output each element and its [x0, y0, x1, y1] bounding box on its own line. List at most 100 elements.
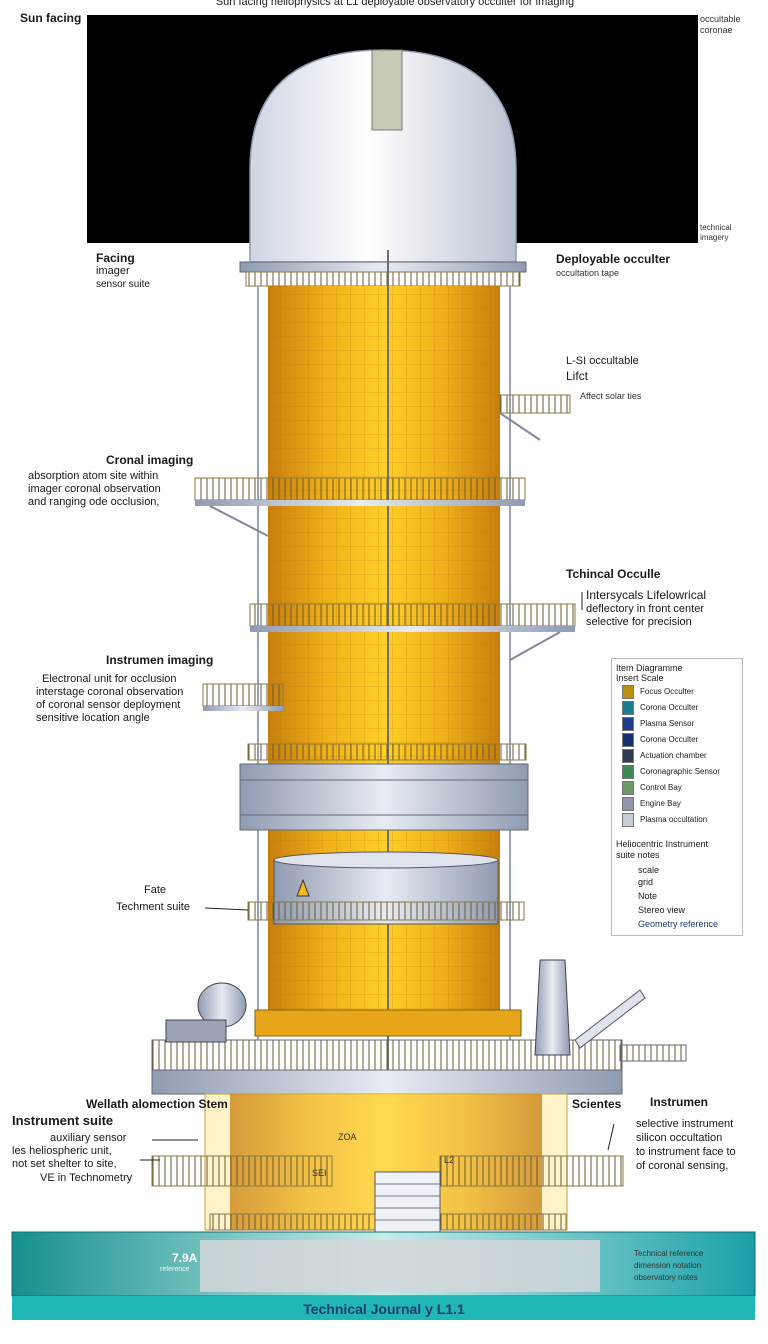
legend-item: Actuation chamber [622, 749, 740, 763]
ground-slab [200, 1240, 600, 1292]
label-wellath-stem: Wellath alomection Stem [86, 1097, 228, 1111]
balcony-coronal [194, 477, 526, 501]
label-lsi: L-SI occultable [566, 355, 639, 367]
label-techment-suite: Techment suite [116, 901, 190, 913]
label-coronae: coronae [700, 25, 733, 35]
label-affect-solar: Affect solar ties [580, 391, 642, 401]
legend-item: Coronagraphic Sensor [622, 765, 740, 779]
legend-item: Engine Bay [622, 797, 740, 811]
coronal-line-3: and ranging ode occlusion, [28, 496, 160, 508]
legend-swatch [622, 813, 634, 827]
tech-line-3: selective for precision [586, 616, 692, 628]
base-right-line-1: Technical reference [634, 1249, 704, 1258]
balcony-right-low [439, 1155, 624, 1187]
label-sensor-suite: sensor suite [96, 279, 150, 290]
legend-swatch [622, 733, 634, 747]
legend-small-1: scale [638, 865, 660, 875]
label-instrument-imaging: Instrumen imaging [106, 653, 214, 667]
balcony-instrument [202, 683, 284, 707]
legend-item: Corona Occulter [622, 701, 740, 715]
label-sun-facing: Sun facing [20, 11, 82, 25]
label-instrument-suite: Instrument suite [12, 1113, 114, 1128]
legend-item: Plasma occultation [622, 813, 740, 827]
base-right-line-3: observatory notes [634, 1273, 698, 1282]
legend-item-label: Engine Bay [640, 799, 681, 809]
label-scientes: Scientes [572, 1097, 622, 1111]
legend-swatch [622, 701, 634, 715]
exhaust-stack [534, 959, 571, 1056]
legend-item-label: Control Bay [640, 783, 682, 793]
bottom-right-line-3: to instrument face to [636, 1146, 736, 1158]
legend-swatch [622, 765, 634, 779]
footer-band [12, 1296, 755, 1320]
coronal-line-2: imager coronal observation [28, 483, 161, 495]
label-facing: Facing [96, 251, 135, 265]
legend-sub-1: Heliocentric Instrument [616, 839, 709, 849]
label-imagery: imagery [700, 233, 729, 242]
legend-item-label: Coronagraphic Sensor [640, 767, 721, 777]
label-coronal-imaging: Cronal imaging [106, 453, 194, 467]
bottom-left-line-6: VE in Technometry [40, 1172, 133, 1184]
legend-item-label: Plasma occultation [640, 815, 708, 825]
legend-item-label: Plasma Sensor [640, 719, 695, 729]
label-imager: imager [96, 265, 130, 277]
instr-line-1: Electronal unit for occlusion [42, 673, 177, 685]
label-fate: Fate [144, 884, 167, 896]
lower-railing [247, 901, 525, 921]
metal-ring [239, 763, 529, 831]
label-lifct: Lifct [566, 369, 589, 383]
hall-panel-label-2: SEI [312, 1168, 327, 1178]
top-deck [239, 261, 527, 273]
legend-panel: Item Diagramme Insert Scale Focus Occult… [611, 658, 743, 936]
legend-small-3: Note [638, 891, 658, 901]
hall-panel-label-3: L2 [444, 1155, 455, 1165]
label-technical: technical [700, 223, 732, 232]
legend-title-1: Item Diagramme [616, 663, 683, 673]
legend-item: Focus Occulter [622, 685, 740, 699]
legend-title-2: Insert Scale [616, 673, 664, 683]
instr-line-4: sensitive location angle [36, 712, 150, 724]
legend-item: Corona Occulter [622, 733, 740, 747]
legend-swatch [622, 797, 634, 811]
base-ring [254, 1009, 522, 1037]
hall-panel-label-1: ZOA [338, 1132, 357, 1142]
label-occultable: occultable [700, 14, 741, 24]
instr-line-3: of coronal sensor deployment [36, 699, 181, 711]
legend-item-label: Focus Occulter [640, 687, 694, 697]
tech-line-1: Intersycals Lifelowrical [586, 588, 707, 602]
label-instrumen: Instrumen [650, 1095, 709, 1109]
label-deployable-occulter: Deployable occulter [556, 252, 671, 266]
legend-item-label: Actuation chamber [640, 751, 707, 761]
tech-line-2: deflectory in front center [586, 603, 705, 615]
legend-item-label: Corona Occulter [640, 703, 699, 713]
base-left-value: 7.9A [172, 1251, 198, 1265]
coronal-line-1: absorption atom site within [28, 470, 159, 482]
footer-title: Technical Journal y L1.1 [303, 1301, 465, 1317]
bottom-right-line-2: silicon occultation [636, 1132, 723, 1144]
top-railing [245, 271, 521, 287]
base-left-sub: reference [160, 1266, 190, 1273]
balcony-right-upper [499, 394, 571, 414]
legend-small-5: Geometry reference [638, 919, 719, 929]
bottom-right-line-4: of coronal sensing, [636, 1160, 729, 1172]
legend-item: Control Bay [622, 781, 740, 795]
legend-swatch [622, 781, 634, 795]
mid-railing [247, 743, 527, 761]
legend-swatch [622, 685, 634, 699]
bottom-right-line-1: selective instrument [636, 1118, 734, 1130]
legend-swatch [622, 717, 634, 731]
diagram-title: Sun facing heliophysics at L1 deployable… [215, 0, 575, 8]
label-technical-occulter: Tchincal Occulle [566, 567, 661, 581]
legend-swatch [622, 749, 634, 763]
balcony-left-low [151, 1155, 333, 1187]
bottom-left-line-5: not set shelter to site, [12, 1158, 117, 1170]
legend-sub-2: suite notes [616, 850, 660, 860]
ramp-right [574, 989, 646, 1049]
legend-item-label: Corona Occulter [640, 735, 699, 745]
instr-line-2: interstage coronal observation [36, 686, 184, 698]
bottom-left-line-3: auxiliary sensor [50, 1132, 127, 1144]
base-right-line-2: dimension notation [634, 1261, 702, 1270]
bottom-left-line-4: les heliospheric unit, [12, 1145, 112, 1157]
label-occultation-tape: occultation tape [556, 268, 620, 278]
balcony-technical [249, 603, 576, 627]
